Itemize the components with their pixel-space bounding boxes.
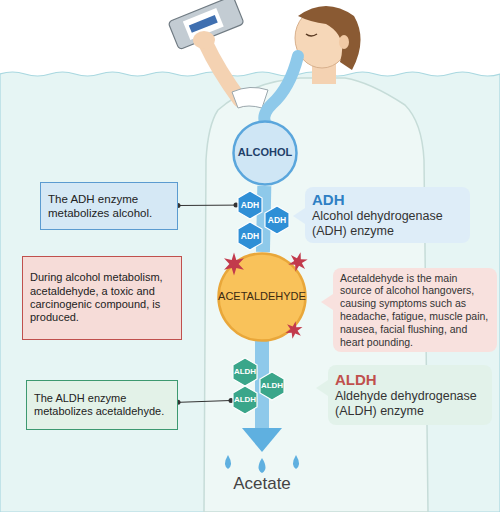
leader-line <box>178 400 231 402</box>
info-box: Acetaldehyde is the main source of alcoh… <box>333 268 497 352</box>
substance-circle: ACETALDEHYDE <box>217 252 307 342</box>
bubble-tail <box>321 294 333 310</box>
callout-box: The ALDH enzyme metabolizes acetaldehyde… <box>26 380 178 430</box>
product-label: Acetate <box>212 474 312 494</box>
node-text: ADH <box>241 231 259 241</box>
node-text: ALDH <box>261 381 283 391</box>
water-tint <box>0 72 500 512</box>
callout-box: The ADH enzyme metabolizes alcohol. <box>40 182 178 230</box>
node-text: ADH <box>268 215 286 225</box>
node-text: The ADH enzyme metabolizes alcohol. <box>48 192 170 220</box>
acetate-drop <box>259 458 266 473</box>
hexagon-shape <box>260 372 284 400</box>
closed-eye <box>306 34 317 36</box>
drink-can <box>168 0 244 50</box>
node-text: Acetaldehyde is the main source of alcoh… <box>340 272 490 349</box>
hexagon-shape <box>233 386 257 414</box>
enzyme-hexagon: ALDH <box>231 358 259 386</box>
node-text: During alcohol metabolism, acetaldehyde,… <box>30 271 174 325</box>
sleeve <box>232 87 268 108</box>
node-text: The ALDH enzyme metabolizes acetaldehyde… <box>34 392 170 419</box>
acetate-drop <box>225 455 231 469</box>
bubble-tail <box>293 208 305 224</box>
stream-arrowhead <box>242 428 282 452</box>
hexagon-shape <box>238 191 262 219</box>
box-heading: ADH <box>312 191 463 209</box>
leader-line <box>178 205 236 206</box>
substance-circle: ALCOHOL <box>232 120 298 186</box>
circle-shape <box>219 254 306 341</box>
enzyme-hexagon: ADH <box>236 222 264 250</box>
toxin-star <box>285 320 303 340</box>
node-text: ACETALDEHYDE <box>218 290 306 303</box>
node-text: Aldehyde dehydrogenase (ALDH) enzyme <box>335 389 485 420</box>
node-text: Alcohol dehydrogenase (ADH) enzyme <box>312 209 463 240</box>
enzyme-hexagon: ADH <box>263 206 291 234</box>
metabolism-stream <box>263 186 264 252</box>
hexagon-shape <box>233 358 257 386</box>
circle-shape <box>234 122 297 185</box>
hexagon-shape <box>265 206 289 234</box>
callout-box: During alcohol metabolism, acetaldehyde,… <box>22 256 182 340</box>
bubble-tail <box>316 380 328 396</box>
node-text: ADH <box>241 200 259 210</box>
can-label-stripe <box>189 15 218 33</box>
enzyme-info-box: ALDHAldehyde dehydrogenase (ALDH) enzyme <box>328 365 492 425</box>
hexagon-shape <box>238 222 262 250</box>
toxin-star <box>287 250 309 274</box>
enzyme-info-box: ADHAlcohol dehydrogenase (ADH) enzyme <box>305 187 470 243</box>
box-heading: ALDH <box>335 371 485 389</box>
alcohol-stream <box>264 56 298 122</box>
node-text: ALCOHOL <box>238 146 292 159</box>
node-text: ALDH <box>234 395 256 405</box>
toxin-star <box>224 253 244 276</box>
ear <box>339 35 349 49</box>
hair <box>298 6 361 70</box>
acetate-drop <box>293 455 299 469</box>
can-body <box>168 0 244 50</box>
hand <box>193 31 215 49</box>
enzyme-hexagon: ADH <box>236 191 264 219</box>
enzyme-hexagon: ALDH <box>258 372 286 400</box>
enzyme-hexagon: ALDH <box>231 386 259 414</box>
node-text: ALDH <box>234 367 256 377</box>
